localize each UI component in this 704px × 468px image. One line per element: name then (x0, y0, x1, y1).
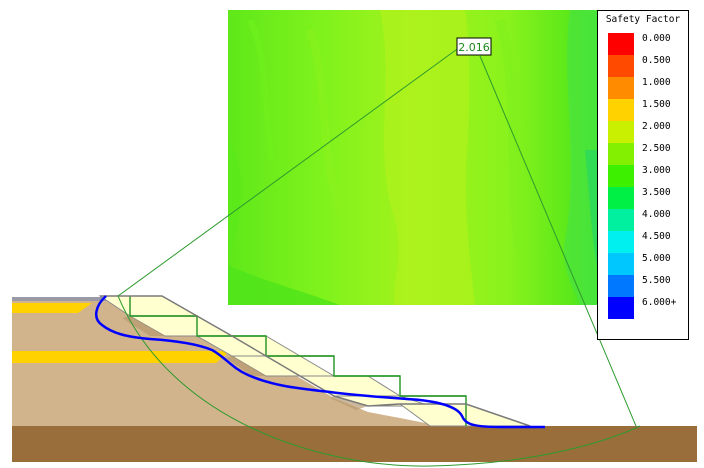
legend-swatch (608, 187, 634, 209)
connector-left (117, 46, 461, 297)
slip-search-arc (117, 295, 641, 467)
fs-value: 2.016 (458, 41, 490, 54)
legend-label: 1.000 (642, 77, 671, 88)
legend-swatch (608, 165, 634, 187)
legend-label: 4.500 (642, 231, 671, 242)
legend-swatch (608, 253, 634, 275)
legend-label: 0.000 (642, 33, 671, 44)
weak-layer-upper (12, 303, 92, 313)
legend-label: 2.000 (642, 121, 671, 132)
legend-swatch (608, 33, 634, 55)
reinforcement-grids (129, 296, 467, 426)
safety-factor-contour-plot (228, 10, 600, 305)
legend-swatch (608, 99, 634, 121)
foundation-layer (12, 426, 697, 462)
legend-label: 3.500 (642, 187, 671, 198)
legend-swatch (608, 297, 634, 319)
legend-title: Safety Factor (605, 14, 681, 25)
legend-swatch (608, 143, 634, 165)
legend-swatch (608, 121, 634, 143)
legend-swatch (608, 231, 634, 253)
legend-swatch (608, 209, 634, 231)
legend-swatch (608, 55, 634, 77)
legend-label: 6.000+ (642, 297, 677, 308)
legend-label: 5.000 (642, 253, 671, 264)
legend-label: 3.000 (642, 165, 671, 176)
legend-swatch (608, 275, 634, 297)
slope-outline (100, 295, 531, 427)
ground-surface-strip (12, 297, 110, 301)
legend-label: 4.000 (642, 209, 671, 220)
terrace-shadows (122, 316, 368, 410)
safety-factor-legend: Safety Factor 0.000 0.500 1.000 1.500 2.000 2… (597, 10, 689, 340)
connector-right (479, 55, 637, 427)
legend-label: 1.500 (642, 99, 671, 110)
critical-slip-surface (94, 295, 545, 429)
legend-label: 5.500 (642, 275, 671, 286)
legend-swatch (608, 77, 634, 99)
fs-label[interactable]: 2.016 (456, 37, 492, 56)
legend-label: 2.500 (642, 143, 671, 154)
legend-label: 0.500 (642, 55, 671, 66)
weak-layer-middle (12, 351, 230, 363)
